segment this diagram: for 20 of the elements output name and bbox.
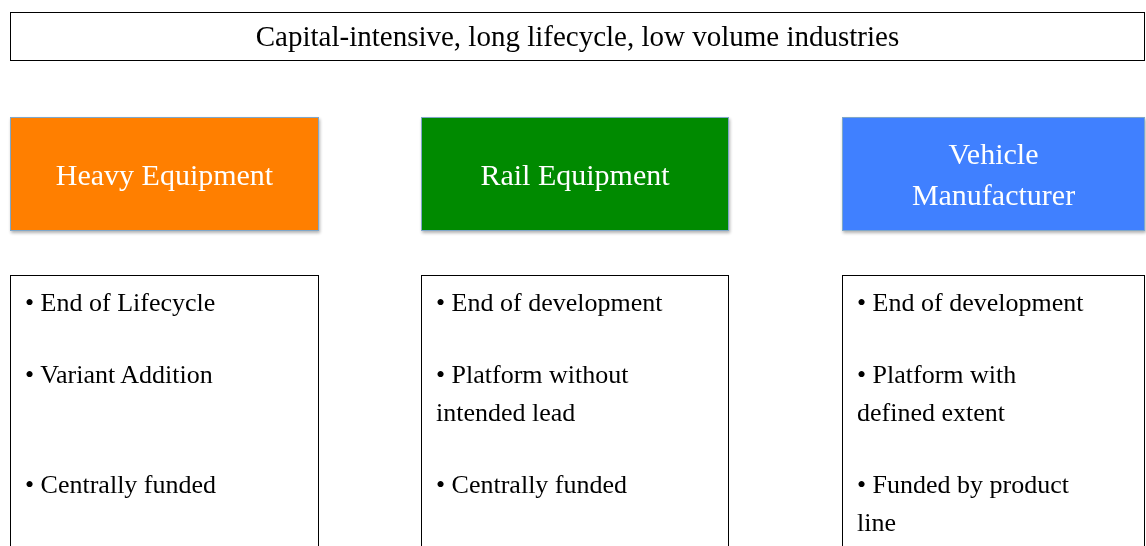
bullet-item: • End of development — [436, 287, 664, 319]
category-label: Heavy Equipment — [55, 156, 274, 193]
title-text: Capital-intensive, long lifecycle, low volume industries — [255, 20, 900, 53]
bullet-item: • Funded by product line — [857, 469, 1071, 539]
bullet-item: • Centrally funded — [436, 469, 629, 501]
bullet-item: • Centrally funded — [25, 469, 218, 501]
category-label: Rail Equipment — [480, 156, 670, 193]
list-box — [842, 275, 1145, 546]
bullet-item: • Platform without intended lead — [436, 359, 630, 429]
list-box — [421, 275, 729, 546]
bullet-item: • Variant Addition — [25, 359, 214, 391]
title-box — [10, 12, 1145, 61]
bullet-item: • Platform with defined extent — [857, 359, 1018, 429]
list-box — [10, 275, 319, 546]
category-label: Vehicle Manufacturer — [910, 136, 1077, 213]
category-box — [10, 117, 319, 231]
category-box — [842, 117, 1145, 231]
bullet-item: • End of development — [857, 287, 1085, 319]
bullet-item: • End of Lifecycle — [25, 287, 217, 319]
category-box — [421, 117, 729, 231]
